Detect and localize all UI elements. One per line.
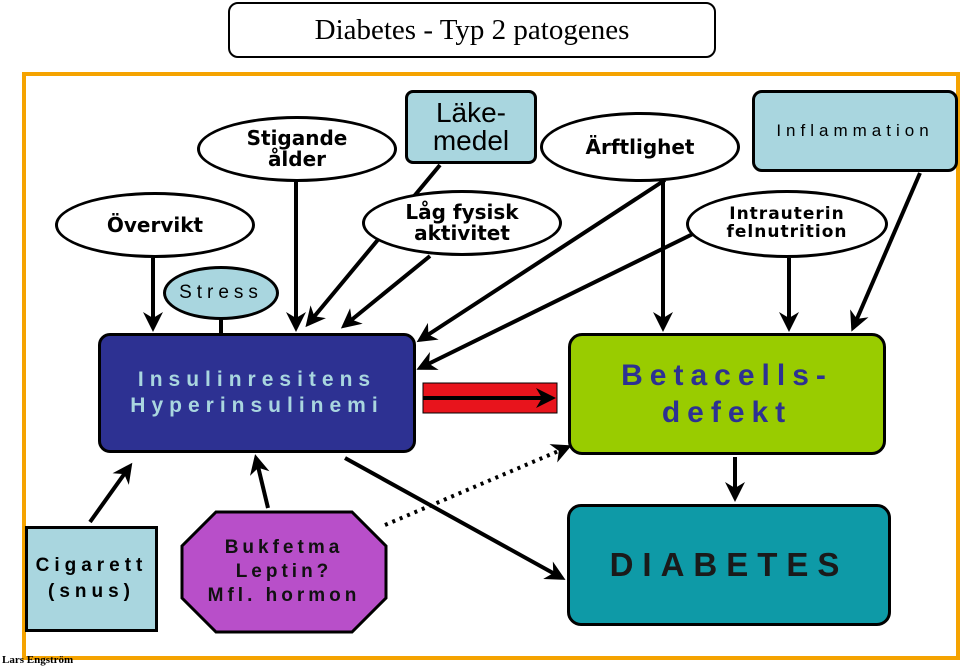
lakemedel-label-2: medel xyxy=(432,125,510,156)
arrow-insulin-diabetes xyxy=(344,456,566,580)
cigarett-label-1: Cigarett xyxy=(35,555,148,577)
factor-lakemedel: Läke- medel xyxy=(405,90,537,164)
insulin-label-2: Hyperinsulinemi xyxy=(130,394,384,417)
node-diabetes: DIABETES xyxy=(567,504,891,626)
lakemedel-label-1: Läke- xyxy=(435,97,507,128)
arrow-arftlighet-insulin xyxy=(416,178,667,343)
factor-bukfetma: Bukfetma Leptin? Mfl. hormon xyxy=(180,510,388,634)
arrow-lag-fysisk xyxy=(340,254,432,329)
node-betacellsdefekt: Betacells- defekt xyxy=(568,333,886,455)
insulin-label-1: Insulinresitens xyxy=(137,367,377,391)
node-insulinresistens: Insulinresitens Hyperinsulinemi xyxy=(98,333,416,453)
factor-cigarett: Cigarett (snus) xyxy=(25,526,158,632)
bukfetma-label-2: Leptin? xyxy=(235,561,333,583)
title-box: Diabetes - Typ 2 patogenes xyxy=(228,2,716,58)
beta-label-1: Betacells- xyxy=(621,358,833,392)
factor-stigande-alder: Stigande ålder xyxy=(197,116,397,182)
factor-lag-fysisk-aktivitet: Låg fysisk aktivitet xyxy=(362,190,562,256)
bukfetma-octagon xyxy=(180,510,388,634)
arrow-bukfetma-insulin xyxy=(250,454,270,509)
page-title: Diabetes - Typ 2 patogenes xyxy=(314,13,630,46)
bukfetma-label-1: Bukfetma xyxy=(224,537,344,559)
arrow-lakemedel xyxy=(305,163,442,328)
stigande-label-2: ålder xyxy=(267,147,327,171)
intrauterin-label-2: felnutrition xyxy=(726,222,848,242)
cigarett-label-2: (snus) xyxy=(48,581,135,602)
factor-arftlighet: Ärftlighet xyxy=(540,112,740,182)
author-credit: Lars Engström xyxy=(2,654,74,666)
arrow-bukfetma-beta xyxy=(384,444,572,527)
factor-inflammation: Inflammation xyxy=(752,90,958,172)
beta-label-2: defekt xyxy=(661,396,793,429)
factor-stress: Stress xyxy=(163,266,279,320)
intrauterin-label-1: Intrauterin xyxy=(729,204,845,225)
factor-overvikt: Övervikt xyxy=(55,192,255,258)
arftlighet-label: Ärftlighet xyxy=(585,134,695,159)
diabetes-label: DIABETES xyxy=(609,546,849,583)
overvikt-label: Övervikt xyxy=(106,212,204,237)
lag-fysisk-label-2: aktivitet xyxy=(414,221,510,245)
arrow-cigarett-insulin xyxy=(88,462,133,524)
factor-intrauterin-felnutrition: Intrauterin felnutrition xyxy=(686,190,888,258)
arrow-inflammation-beta xyxy=(850,172,922,332)
stress-label: Stress xyxy=(179,282,263,303)
bukfetma-label-3: Mfl. hormon xyxy=(207,584,361,606)
arrow-intrauterin-insulin xyxy=(416,226,706,370)
stigande-label-1: Stigande xyxy=(246,126,348,150)
lag-fysisk-label-1: Låg fysisk xyxy=(405,200,519,224)
inflammation-label: Inflammation xyxy=(776,121,934,140)
